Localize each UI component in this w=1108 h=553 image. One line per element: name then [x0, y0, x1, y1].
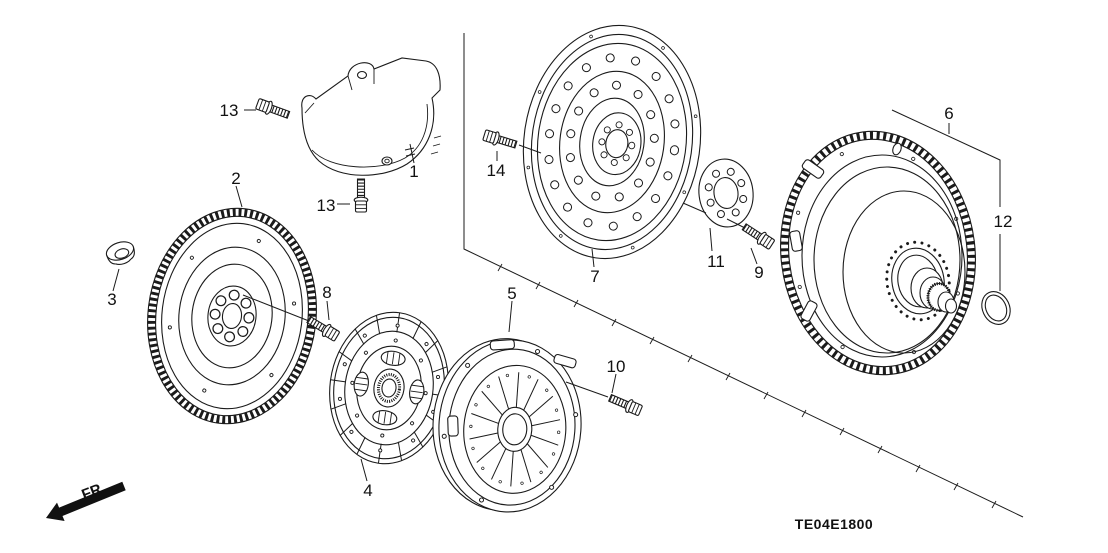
- part-label-13-lower[interactable]: 13: [317, 196, 336, 215]
- part-label-3[interactable]: 3: [107, 290, 116, 309]
- part-3-bushing[interactable]: [104, 239, 137, 268]
- part-label-14[interactable]: 14: [487, 161, 506, 180]
- part-7-drive-plate[interactable]: [509, 14, 716, 270]
- part-14-bolt[interactable]: [482, 128, 518, 151]
- part-13-bolt-upper[interactable]: [255, 97, 291, 121]
- section-divider-line: [463, 33, 1024, 518]
- part-6-torque-converter[interactable]: [767, 120, 989, 386]
- part-11-washer-plate[interactable]: [695, 156, 757, 230]
- part-label-8[interactable]: 8: [322, 283, 331, 302]
- part-5-pressure-plate[interactable]: [427, 334, 587, 517]
- part-12-o-ring[interactable]: [977, 287, 1016, 329]
- part-label-1[interactable]: 1: [409, 162, 418, 181]
- part-label-13-upper[interactable]: 13: [220, 101, 239, 120]
- part-label-10[interactable]: 10: [607, 357, 626, 376]
- part-label-2[interactable]: 2: [231, 169, 240, 188]
- diagram-code: TE04E1800: [795, 516, 873, 532]
- part-label-5[interactable]: 5: [507, 284, 516, 303]
- part-label-6[interactable]: 6: [944, 104, 953, 123]
- part-label-7[interactable]: 7: [590, 267, 599, 286]
- part-9-bolt[interactable]: [740, 221, 775, 250]
- leader-lines: [112, 109, 1001, 482]
- part-2-flywheel[interactable]: [135, 199, 328, 434]
- part-label-12[interactable]: 12: [994, 212, 1013, 231]
- part-label-4[interactable]: 4: [363, 481, 372, 500]
- fr-label: FR.: [79, 479, 108, 504]
- part-label-9[interactable]: 9: [754, 263, 763, 282]
- part-label-11[interactable]: 11: [707, 252, 725, 271]
- part-10-bolt[interactable]: [607, 392, 643, 417]
- fr-direction-arrow: FR.: [46, 479, 126, 521]
- part-13-bolt-lower[interactable]: [354, 179, 368, 212]
- part-1-cover-plate[interactable]: [301, 57, 442, 176]
